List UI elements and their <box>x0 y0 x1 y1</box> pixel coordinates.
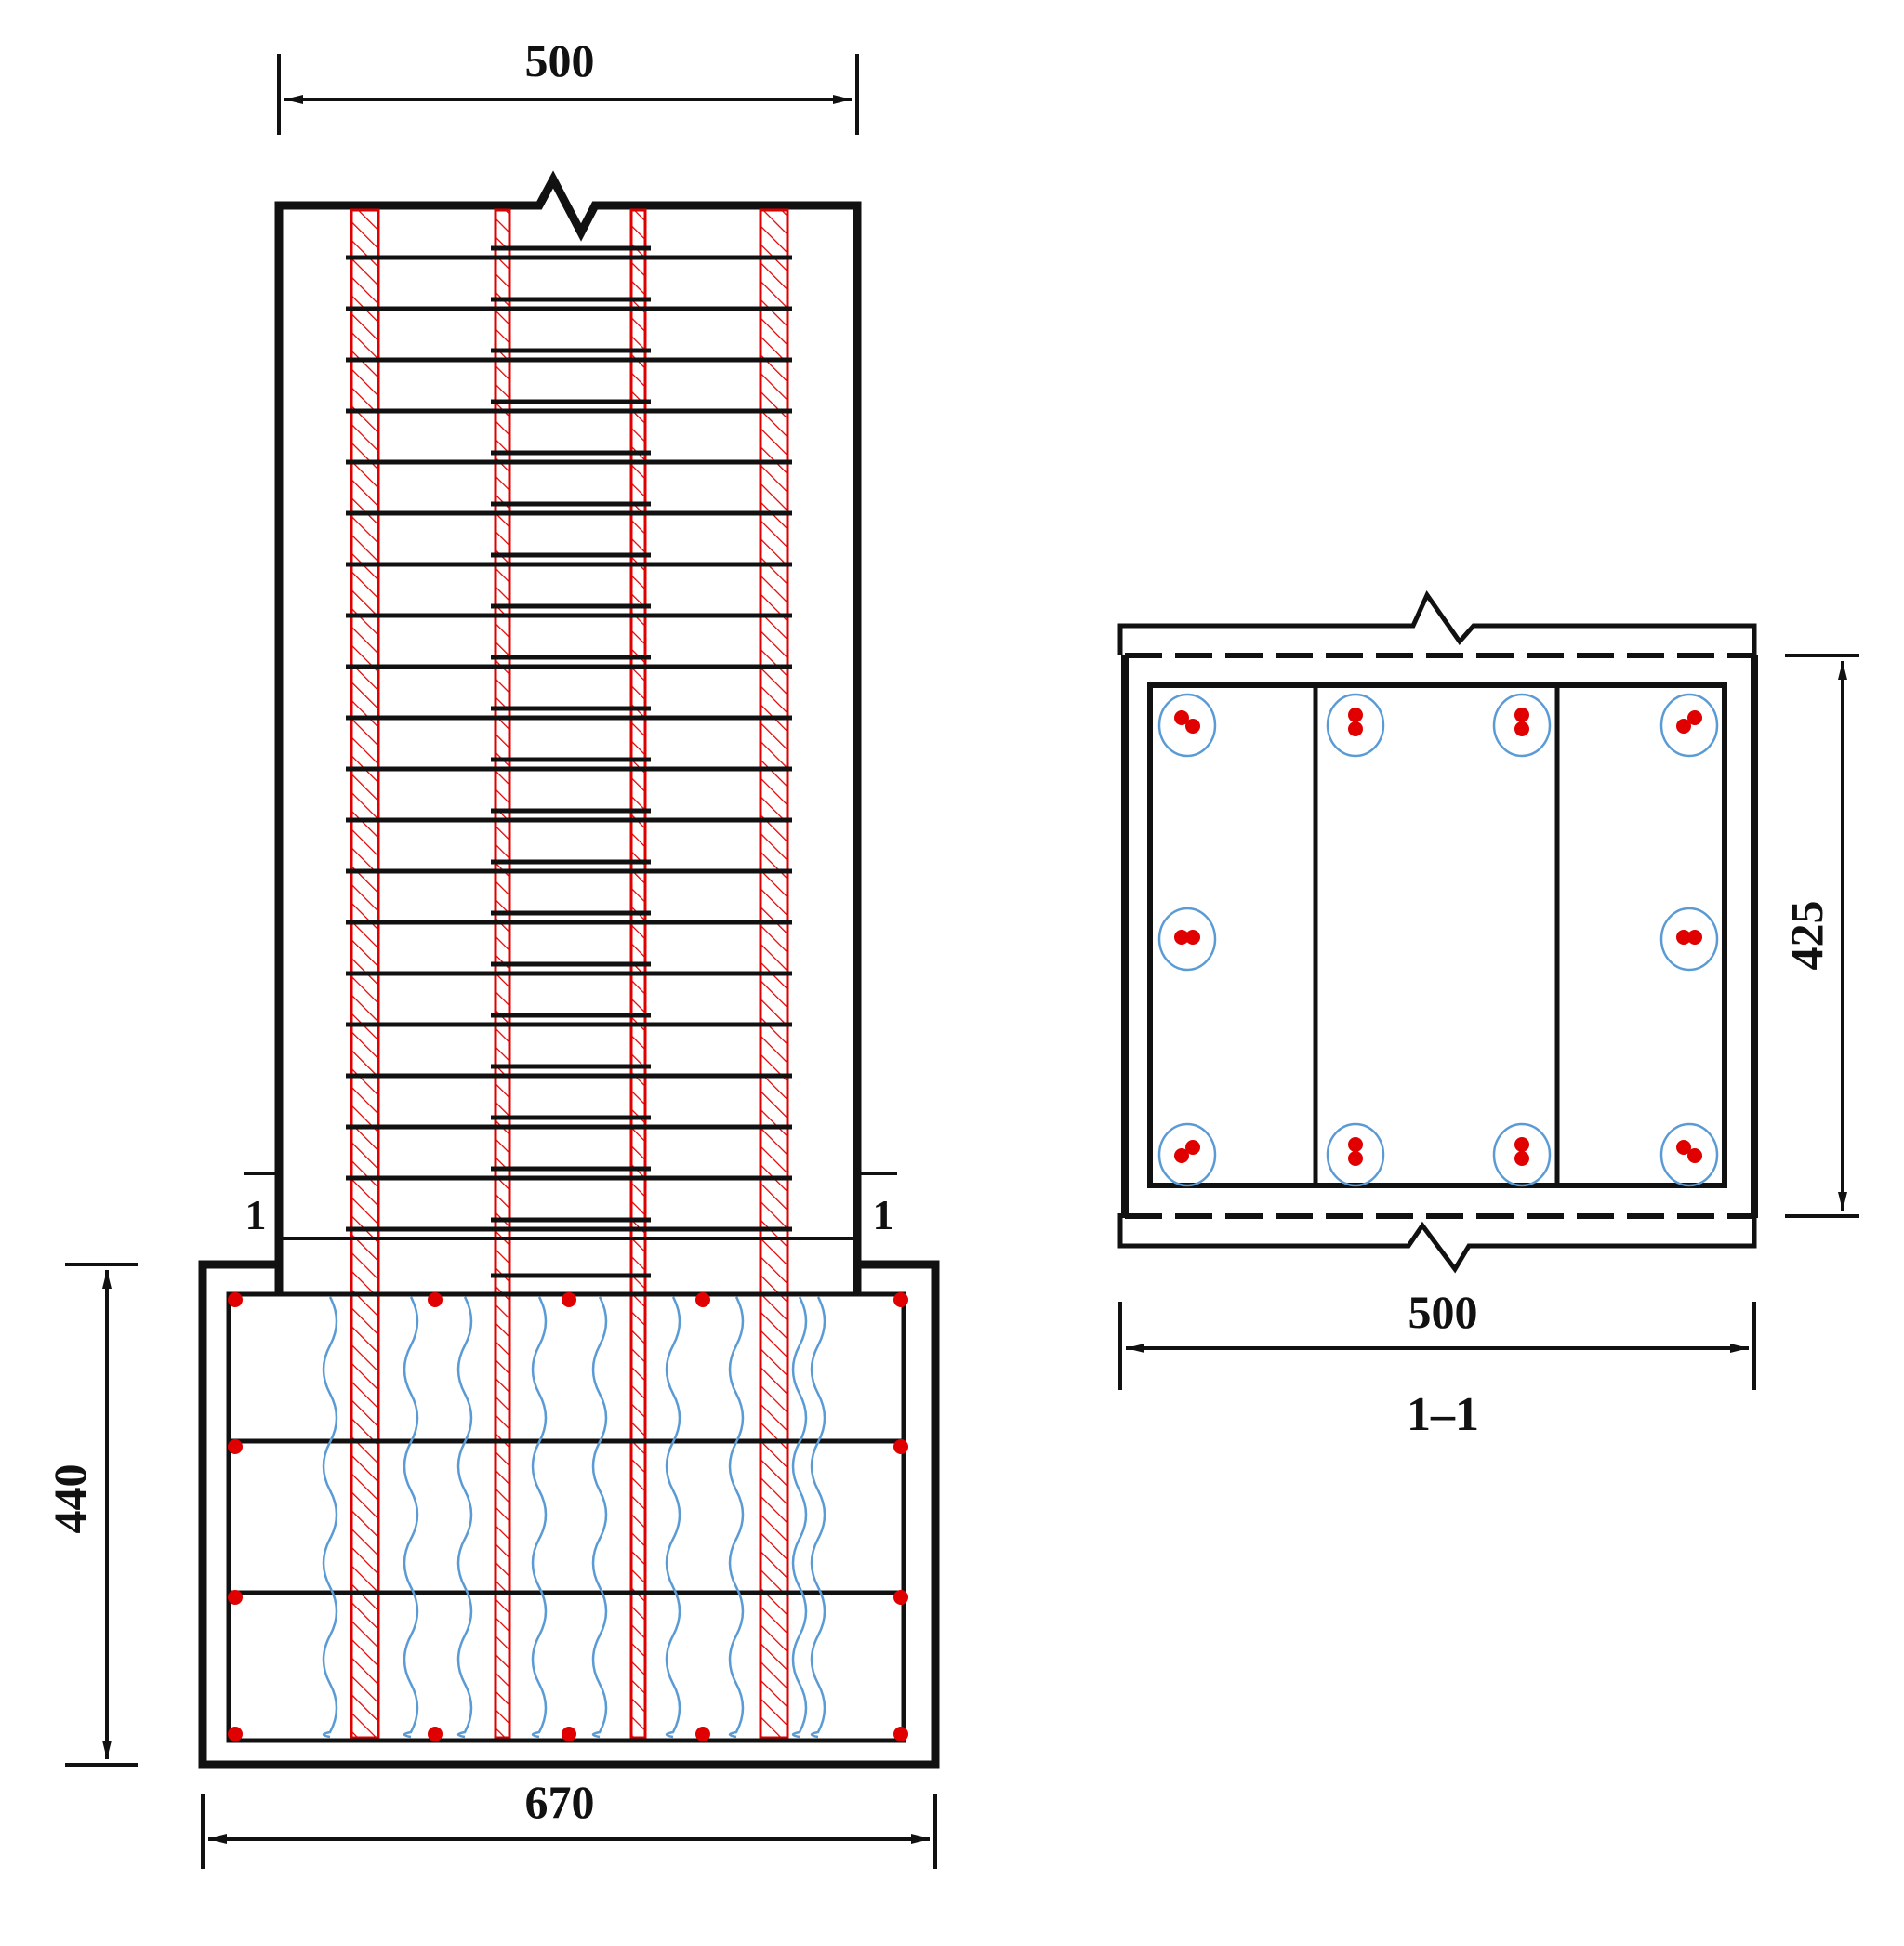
bar-outline <box>1659 1122 1719 1187</box>
footing-bar-dot <box>893 1590 908 1605</box>
footing-outline <box>198 1260 940 1769</box>
bundled-bar <box>1659 693 1719 758</box>
footing-bar-dot <box>562 1727 576 1741</box>
bundled-bar <box>1659 1122 1719 1187</box>
footing-wavy-lines <box>322 1296 826 1739</box>
wavy-line <box>322 1296 338 1739</box>
footing-bar-dot <box>695 1292 710 1307</box>
footing-bar-dot <box>428 1292 443 1307</box>
bar-outline <box>1492 1122 1552 1187</box>
bundled-bar <box>1326 693 1385 758</box>
bar-outline <box>1659 693 1719 758</box>
column-ties <box>346 245 792 1278</box>
footing-bar-dot <box>228 1590 243 1605</box>
bar-dot <box>1185 1140 1200 1155</box>
bar-dot <box>1676 719 1691 734</box>
bundled-bar <box>1157 907 1217 972</box>
bar-dot <box>1514 1151 1529 1166</box>
section-mark-right: 1 <box>873 1191 894 1238</box>
bundled-bar <box>1492 1122 1552 1187</box>
bar-dot <box>1185 719 1200 734</box>
section-height-label: 425 <box>1780 901 1832 971</box>
bar-dot <box>1676 930 1691 945</box>
footing-width-label: 670 <box>525 1776 595 1828</box>
column-outline <box>274 170 862 1292</box>
bar-outline <box>1492 693 1552 758</box>
footing-bar-dot <box>562 1292 576 1307</box>
section-view: 425 500 1–1 <box>1117 589 1859 1441</box>
wavy-line <box>728 1296 745 1739</box>
section-cut-marks: 1 1 <box>244 1172 897 1238</box>
footing-bar-dot <box>228 1727 243 1741</box>
section-mark-left: 1 <box>245 1191 267 1238</box>
bundled-bar <box>1157 693 1217 758</box>
section-bottom-break <box>1117 1213 1757 1274</box>
bar-dot <box>1174 930 1189 945</box>
wavy-line <box>791 1296 808 1739</box>
wavy-line <box>456 1296 473 1739</box>
section-height-dimension: 425 <box>1780 654 1859 1218</box>
bundled-bar <box>1492 693 1552 758</box>
bar-dot <box>1348 708 1363 722</box>
footing-width-dimension: 670 <box>201 1776 937 1869</box>
footing-bar-dot <box>893 1439 908 1454</box>
footing-bar-dot <box>893 1292 908 1307</box>
wavy-line <box>403 1296 419 1739</box>
bar-outline <box>1659 907 1719 972</box>
bar-dot <box>1687 930 1702 945</box>
footing-bar-dot <box>228 1292 243 1307</box>
section-bundled-bars <box>1157 693 1719 1187</box>
column-width-dimension: 500 <box>277 34 859 135</box>
wavy-line <box>665 1296 681 1739</box>
bar-dot <box>1514 721 1529 736</box>
bar-outline <box>1157 693 1217 758</box>
wavy-line <box>810 1296 826 1739</box>
bar-outline <box>1157 1122 1217 1187</box>
bar-outline <box>1326 693 1385 758</box>
section-title: 1–1 <box>1407 1388 1479 1441</box>
bar-dot <box>1348 721 1363 736</box>
bar-dot <box>1514 708 1529 722</box>
bar-dot <box>1174 1148 1189 1163</box>
footing-bar-dot <box>428 1727 443 1741</box>
bar-dot <box>1687 1148 1702 1163</box>
footing-bar-dot <box>228 1439 243 1454</box>
footing-height-label: 440 <box>44 1464 96 1534</box>
wavy-line <box>531 1296 548 1739</box>
bar-dot <box>1514 1137 1529 1152</box>
bar-dot <box>1185 930 1200 945</box>
footing-bar-dot <box>695 1727 710 1741</box>
footing-cage <box>226 1291 906 1743</box>
bar-dot <box>1676 1140 1691 1155</box>
section-width-label: 500 <box>1408 1286 1478 1338</box>
bar-outline <box>1157 907 1217 972</box>
bar-dot <box>1687 710 1702 725</box>
bundled-bar <box>1659 907 1719 972</box>
footing-height-dimension: 440 <box>44 1263 138 1767</box>
section-stirrup <box>1147 682 1727 1188</box>
bar-dot <box>1348 1151 1363 1166</box>
bar-dot <box>1174 710 1189 725</box>
section-width-dimension: 500 <box>1118 1286 1756 1390</box>
bundled-bar <box>1157 1122 1217 1187</box>
footing-bar-dots <box>228 1292 908 1741</box>
column-width-label: 500 <box>525 34 595 86</box>
section-top-break <box>1117 589 1757 655</box>
bundled-bar <box>1326 1122 1385 1187</box>
footing-bar-dot <box>893 1727 908 1741</box>
bar-dot <box>1348 1137 1363 1152</box>
elevation-view: 500 1 1 <box>44 34 940 1869</box>
wavy-line <box>591 1296 608 1739</box>
bar-outline <box>1326 1122 1385 1187</box>
